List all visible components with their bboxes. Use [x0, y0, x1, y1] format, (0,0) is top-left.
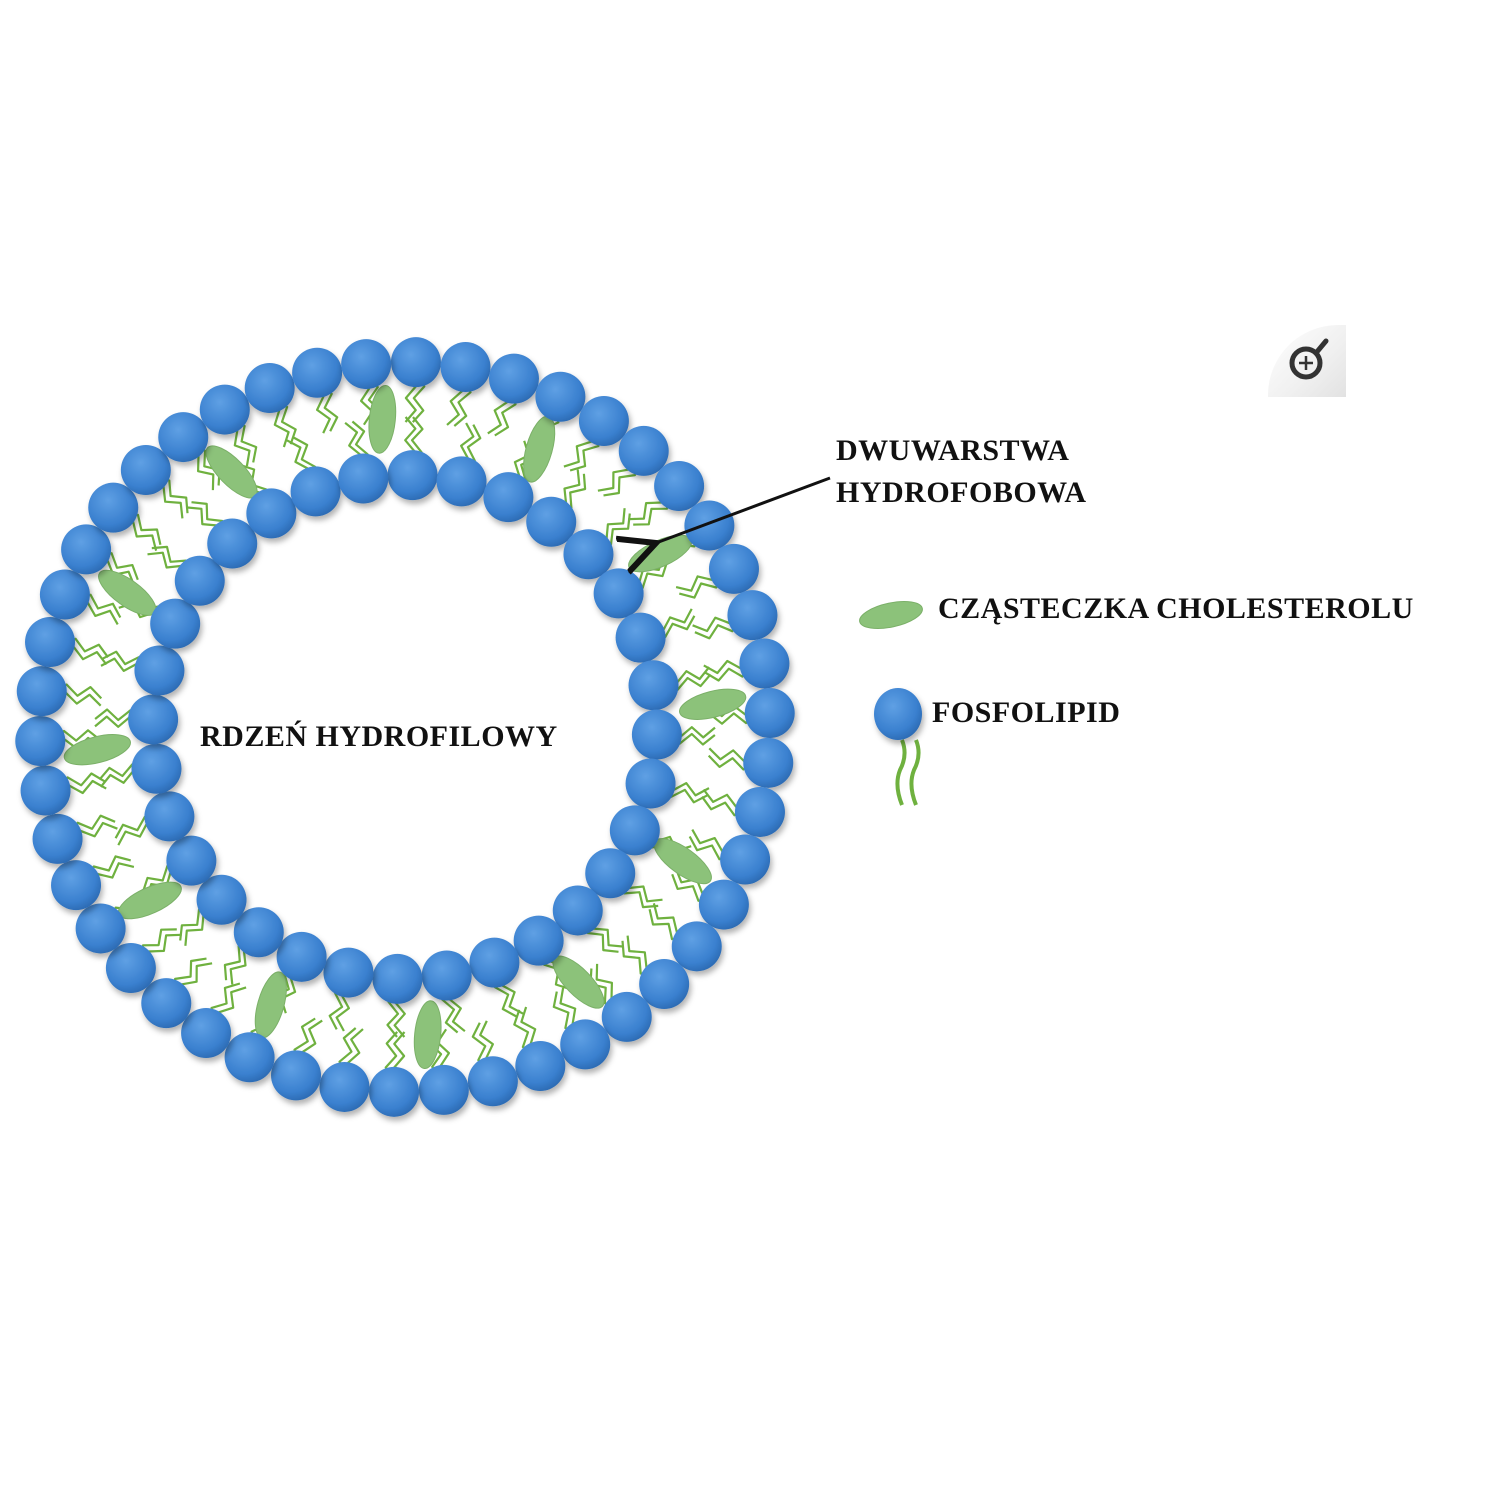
phospholipid-head: [25, 617, 76, 668]
phospholipid-head: [51, 860, 102, 911]
phospholipid-head: [601, 991, 652, 1042]
phospholipid-head: [639, 959, 690, 1010]
phospholipid-head: [271, 1050, 322, 1101]
phospholipid-head: [15, 715, 66, 766]
phospholipid-head: [131, 743, 182, 794]
legend-phospholipid-icon: [874, 688, 922, 806]
phospholipid-head: [513, 915, 564, 966]
phospholipid-head: [515, 1040, 566, 1091]
phospholipid-head: [552, 885, 603, 936]
phospholipid-head: [744, 688, 795, 739]
legend-cholesterol-icon: [859, 601, 923, 629]
cholesterol-molecule: [117, 881, 182, 920]
phospholipid-head: [128, 694, 179, 745]
phospholipid-head: [207, 518, 258, 569]
phospholipid-head: [166, 835, 217, 886]
cholesterol-molecule: [63, 734, 131, 766]
phospholipid-head: [341, 339, 392, 390]
phospholipid-head: [469, 937, 520, 988]
phospholipid-head: [16, 666, 67, 717]
phospholipid-head: [698, 879, 749, 930]
phospholipid-head: [618, 425, 669, 476]
core-label: RDZEŃ HYDROFILOWY: [200, 720, 558, 753]
phospholipid-head: [684, 500, 735, 551]
phospholipid-head: [560, 1019, 611, 1070]
phospholipid-head: [144, 791, 195, 842]
phospholipid-head: [436, 456, 487, 507]
phospholipid-head: [483, 472, 534, 523]
phospholipid-head: [323, 947, 374, 998]
phospholipid-head: [134, 645, 185, 696]
phospholipid-head: [20, 765, 71, 816]
phospholipid-head: [319, 1061, 370, 1112]
phospholipid-head: [628, 660, 679, 711]
zoom-in-magnifier-icon: [1289, 338, 1329, 380]
phospholipid-head: [390, 337, 441, 388]
bilayer-label-line1: DWUWARSTWA: [836, 434, 1070, 467]
phospholipid-head: [727, 590, 778, 641]
phospholipid-head: [615, 612, 666, 663]
phospholipid-head: [387, 450, 438, 501]
phospholipid-head: [292, 347, 343, 398]
phospholipid-head: [39, 569, 90, 620]
phospholipid-head: [421, 950, 472, 1001]
phospholipid-head: [372, 953, 423, 1004]
phospholipid-head: [526, 496, 577, 547]
phospholipid-head: [578, 395, 629, 446]
phospholipid-head: [488, 353, 539, 404]
phospholipid-head: [244, 363, 295, 414]
cholesterol-molecule: [628, 534, 693, 573]
phospholipid-head: [290, 466, 341, 517]
phospholipid-head: [671, 921, 722, 972]
phospholipid-head: [88, 482, 139, 533]
phospholipid-head: [338, 453, 389, 504]
phospholipid-head: [105, 943, 156, 994]
phospholipid-head: [734, 786, 785, 837]
bilayer-label-line2: HYDROFOBOWA: [836, 476, 1087, 509]
phospholipid-head: [224, 1032, 275, 1083]
phospholipid-head: [654, 460, 705, 511]
phospholipid-head: [593, 568, 644, 619]
phospholipid-head: [150, 598, 201, 649]
phospholipid-head: [233, 907, 284, 958]
phospholipid-head: [625, 758, 676, 809]
cholesterol-molecule: [413, 1000, 442, 1070]
bilayer-arrow: [656, 476, 831, 543]
phospholipid-head: [739, 638, 790, 689]
phospholipid-head: [120, 444, 171, 495]
phospholipid-head: [141, 978, 192, 1029]
phospholipid-legend-label: FOSFOLIPID: [932, 696, 1121, 729]
phospholipid-head: [61, 524, 112, 575]
phospholipid-head: [631, 709, 682, 760]
phospholipid-head: [743, 737, 794, 788]
cholesterol-molecule: [368, 384, 397, 454]
phospholipid-head: [181, 1008, 232, 1059]
phospholipid-head: [708, 543, 759, 594]
phospholipid-head: [196, 874, 247, 925]
phospholipid-head: [467, 1056, 518, 1107]
phospholipid-heads: [15, 337, 795, 1117]
zoom-in-button[interactable]: [1268, 325, 1346, 397]
phospholipid-head: [418, 1064, 469, 1115]
phospholipid-head: [609, 805, 660, 856]
phospholipid-head: [276, 931, 327, 982]
phospholipid-head: [246, 488, 297, 539]
phospholipid-head: [369, 1066, 420, 1117]
cholesterol-molecule: [679, 688, 747, 720]
phospholipid-head: [720, 834, 771, 885]
cholesterol-molecules: [63, 384, 747, 1070]
phospholipid-head: [32, 813, 83, 864]
phospholipid-head: [199, 384, 250, 435]
cholesterol-legend-label: CZĄSTECZKA CHOLESTEROLU: [938, 592, 1414, 625]
phospholipid-head: [174, 555, 225, 606]
phospholipid-head: [535, 371, 586, 422]
phospholipid-head: [440, 342, 491, 393]
phospholipid-head: [158, 412, 209, 463]
phospholipid-head: [563, 529, 614, 580]
phospholipid-head: [75, 903, 126, 954]
phospholipid-head: [585, 848, 636, 899]
